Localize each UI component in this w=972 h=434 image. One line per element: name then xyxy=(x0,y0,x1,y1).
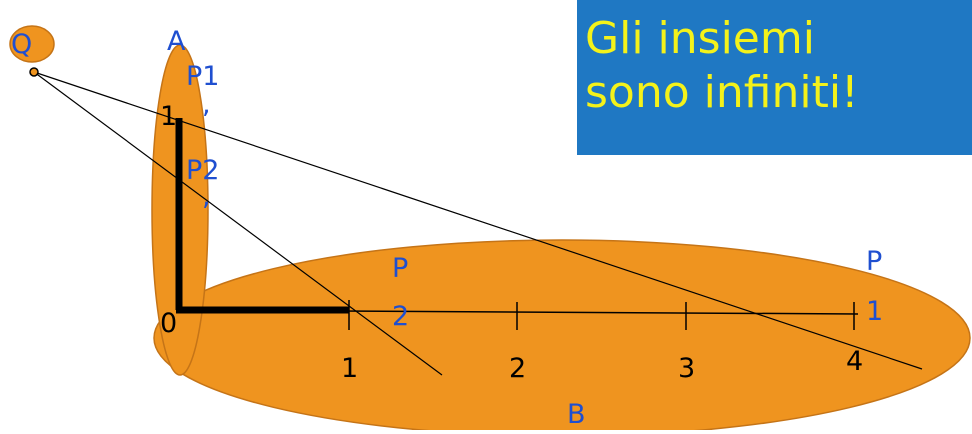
label-horizontal-p1-bottom: 1 xyxy=(866,296,883,327)
point-q-dot xyxy=(29,67,39,77)
tick-label-4: 4 xyxy=(846,346,863,377)
label-origin: 0 xyxy=(160,308,177,339)
tick-label-1: 1 xyxy=(341,353,358,384)
title-line-2: sono infiniti! xyxy=(585,67,859,118)
label-horizontal-p2-top: P xyxy=(392,253,408,284)
label-horizontal-p2-bottom: 2 xyxy=(392,301,409,332)
label-set-a: A xyxy=(167,26,186,57)
label-horizontal-p1-top: P xyxy=(866,246,882,277)
label-vertical-p2: P2 xyxy=(186,155,219,186)
title-box: Gli insiemi sono infiniti! xyxy=(577,0,972,155)
label-vertical-p1-comma: , xyxy=(202,89,211,120)
label-vertical-p1: P1 xyxy=(186,61,219,92)
projection-line-2 xyxy=(33,71,443,376)
label-set-b: B xyxy=(567,399,586,430)
tick-label-3: 3 xyxy=(678,353,695,384)
tick-label-2: 2 xyxy=(509,353,526,384)
label-q: Q xyxy=(11,29,32,60)
point-q-ellipse xyxy=(9,25,55,63)
label-vertical-unit: 1 xyxy=(160,101,177,132)
set-b-ellipse xyxy=(153,239,971,434)
title-line-1: Gli insiemi xyxy=(585,13,815,64)
label-vertical-p2-comma: , xyxy=(202,181,211,212)
projection-line-1 xyxy=(33,71,923,370)
